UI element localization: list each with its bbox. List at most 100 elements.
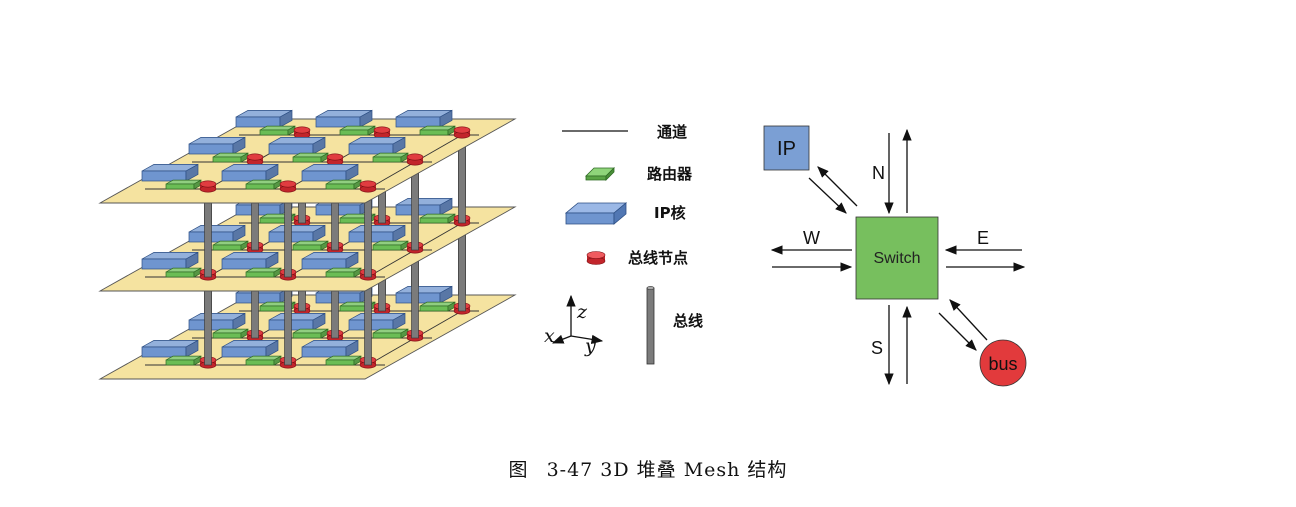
ip-core [188, 136, 246, 155]
bus-pillar-segment [364, 281, 372, 366]
stacked-mesh-diagram [98, 109, 517, 380]
router [325, 355, 362, 366]
mesh-layer [98, 109, 517, 204]
ip-core [268, 224, 326, 243]
router [292, 152, 329, 163]
ip-core [268, 312, 326, 331]
legend: 通道 路由器 IP核 总线节点 总线 z [544, 123, 703, 365]
router [165, 267, 202, 278]
router [259, 125, 296, 136]
bus-node [199, 180, 217, 193]
router [419, 301, 456, 312]
bus-circle [979, 339, 1027, 387]
ip-core [221, 251, 279, 270]
ip-core [301, 251, 359, 270]
bus-pillar-icon [646, 286, 655, 365]
bus-node [326, 153, 344, 166]
ip-core-icon [564, 202, 628, 225]
bus-node [246, 153, 264, 166]
axis-x-label: x [544, 325, 555, 347]
switch-arrows [770, 128, 1026, 386]
ip-core [221, 163, 279, 182]
ip-core [315, 109, 373, 128]
bus-node [293, 126, 311, 139]
ip-core [395, 197, 453, 216]
bus-pillar-segment [411, 166, 419, 251]
ip-box [763, 125, 810, 171]
axis-y-label: y [584, 335, 596, 357]
bus-node [453, 126, 471, 139]
router [419, 213, 456, 224]
caption-number: 3-47 [546, 459, 594, 481]
legend-bus-label: 总线 [673, 312, 703, 330]
router [325, 267, 362, 278]
caption-title: 3D 堆叠 Mesh 结构 [600, 459, 788, 481]
ip-core [348, 312, 406, 331]
mesh-layer [98, 227, 517, 380]
bus-node-icon [586, 251, 606, 265]
router-icon [585, 167, 615, 181]
router [372, 328, 409, 339]
ip-core [141, 339, 199, 358]
router [212, 152, 249, 163]
bus-pillar-segment [284, 193, 292, 278]
bus-pillar-segment [204, 193, 212, 278]
legend-channel-label: 通道 [657, 123, 687, 141]
router [372, 152, 409, 163]
router [339, 125, 376, 136]
ip-core [395, 285, 453, 304]
legend-bus-node-label: 总线节点 [628, 249, 688, 267]
ip-box-label: IP [777, 138, 796, 160]
legend-router-label: 路由器 [647, 165, 693, 183]
router [292, 328, 329, 339]
router [212, 240, 249, 251]
ip-core [348, 224, 406, 243]
bus-pillar-segment [364, 193, 372, 278]
mesh-layer [98, 139, 517, 292]
west-label: W [803, 228, 820, 248]
router [372, 240, 409, 251]
router [165, 179, 202, 190]
ip-core [221, 339, 279, 358]
bus-node [279, 180, 297, 193]
ip-core [141, 163, 199, 182]
south-label: S [871, 338, 883, 358]
axes-icon [551, 294, 604, 344]
axis-z-label: z [576, 301, 588, 323]
north-label: N [872, 163, 885, 183]
ip-core [395, 109, 453, 128]
router [245, 267, 282, 278]
ip-core [301, 163, 359, 182]
router [292, 240, 329, 251]
router [245, 355, 282, 366]
ip-core [235, 109, 293, 128]
bus-pillar-segment [458, 139, 466, 224]
ip-core [348, 136, 406, 155]
bus-pillar-segment [411, 254, 419, 339]
east-label: E [977, 228, 989, 248]
ip-core [301, 339, 359, 358]
router [325, 179, 362, 190]
router [165, 355, 202, 366]
bus-pillar-segment [204, 281, 212, 366]
figure-caption: 图 3-47 3D 堆叠 Mesh 结构 [0, 455, 1296, 482]
bus-node [359, 180, 377, 193]
ip-core [188, 224, 246, 243]
legend-ip-core-label: IP核 [654, 204, 686, 222]
bus-pillar-segment [458, 227, 466, 312]
ip-core [188, 312, 246, 331]
ip-core [141, 251, 199, 270]
bus-node [373, 126, 391, 139]
caption-prefix: 图 [508, 459, 529, 481]
bus-circle-label: bus [988, 354, 1017, 374]
router [245, 179, 282, 190]
mesh-layers [98, 109, 517, 380]
router [212, 328, 249, 339]
router [419, 125, 456, 136]
switch-label: Switch [873, 250, 920, 267]
ip-core [268, 136, 326, 155]
bus-pillar-segment [284, 281, 292, 366]
bus-node [406, 153, 424, 166]
switch-diagram: IP Switch bus N S E W [763, 125, 1027, 387]
